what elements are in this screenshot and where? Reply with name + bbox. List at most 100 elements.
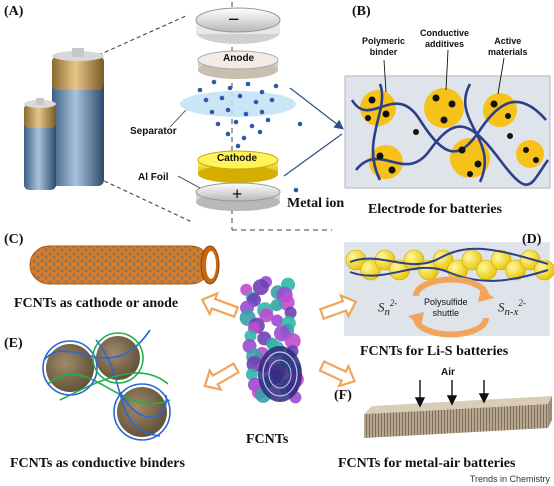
binder-label-line1: Polymeric — [362, 36, 406, 46]
sulfur-sphere — [505, 259, 526, 281]
negative-cap-icon — [195, 7, 281, 44]
cnt-wires — [349, 247, 549, 282]
shuttle-label-line1: Polysulfide — [424, 297, 468, 307]
outline-arrow-icon — [200, 291, 240, 319]
metal-ion-dot — [259, 109, 265, 115]
zoom-arrow-upper — [289, 87, 344, 130]
metal-ion-dot — [273, 83, 279, 89]
binders-caption: FCNTs as conductive binders — [10, 456, 185, 471]
sulfur-sphere — [461, 249, 483, 271]
panel-d — [344, 242, 554, 338]
metal-ion-dot — [225, 131, 231, 137]
sulfur-sphere — [490, 249, 512, 271]
outline-arrow-icon — [203, 362, 241, 392]
metal-ion-dot — [265, 117, 271, 123]
panel-letter-a: (A) — [4, 4, 24, 19]
separator-membrane — [180, 91, 296, 117]
cathode-disc — [197, 150, 279, 183]
air-label: Air — [441, 367, 455, 378]
anode-label: Anode — [223, 53, 255, 64]
fcnts-caption: FCNTs — [246, 432, 289, 447]
journal-credit: Trends in Chemistry — [469, 474, 550, 484]
metal-ion-dot — [293, 187, 299, 193]
metal-ion-dot — [249, 123, 255, 129]
functional-sphere — [270, 299, 283, 312]
metal-ion-dot — [233, 119, 239, 125]
metal-ion-dot — [297, 121, 303, 127]
metal-ion-dot — [211, 79, 217, 85]
panel-e — [42, 329, 171, 441]
electrode-caption: Electrode for batteries — [368, 202, 502, 217]
functional-sphere — [244, 329, 257, 342]
metal-ion-dot — [253, 99, 259, 105]
metal-ion-dot — [241, 135, 247, 141]
metal-ion-label: Metal ion — [287, 196, 345, 211]
metal-ion-dot — [203, 97, 209, 103]
zoom-line-bottom — [97, 177, 193, 223]
sulfur-spheres — [345, 249, 554, 281]
panel-f — [364, 380, 552, 438]
minus-sign: − — [228, 9, 240, 31]
panel-letter-b: (B) — [352, 4, 371, 19]
additives-label-line1: Conductive — [420, 28, 470, 38]
panel-letter-e: (E) — [4, 336, 23, 351]
additives-label-line2: additives — [425, 39, 465, 49]
sulfur-sphere — [534, 259, 554, 281]
outline-arrow-icon — [318, 293, 358, 321]
functional-sphere — [271, 314, 284, 327]
al-foil-disc — [195, 182, 281, 211]
plus-sign: + — [232, 184, 243, 204]
zoom-line-top — [91, 14, 189, 59]
metal-ion-dot — [245, 81, 251, 87]
metal-ion-dot — [225, 107, 231, 113]
outline-arrow-icon — [318, 360, 357, 388]
metal-ion-dot — [209, 109, 215, 115]
active-label-line2: materials — [488, 47, 528, 57]
al-foil-label: Al Foil — [138, 172, 169, 183]
panel-b — [344, 49, 551, 189]
metal-ion-dot — [219, 95, 225, 101]
functional-sphere — [252, 279, 269, 296]
panel-letter-d: (D) — [522, 232, 542, 247]
panel-c — [29, 245, 220, 285]
polymeric-binder-chains — [350, 83, 550, 186]
lis-caption: FCNTs for Li-S batteries — [360, 344, 509, 359]
shuttle-label: Polysulfide shuttle — [424, 297, 468, 319]
metal-ion-dot — [259, 89, 265, 95]
air-arrows — [414, 380, 490, 408]
battery-small-icon — [24, 98, 56, 190]
sn-right-label: Sn-x2- — [498, 298, 526, 318]
metal-air-caption: FCNTs for metal-air batteries — [338, 456, 516, 471]
conductive-additive-dots — [365, 94, 539, 177]
carbon-nanotube-icon — [29, 245, 220, 285]
anode-disc — [197, 50, 279, 79]
functional-sphere — [278, 294, 295, 311]
panel-letter-c: (C) — [4, 232, 24, 247]
metal-ion-dot — [257, 129, 263, 135]
metal-ion-dot — [227, 85, 233, 91]
panel-a — [24, 2, 344, 231]
binder-label-line2: binder — [369, 47, 398, 57]
cathode-anode-caption: FCNTs as cathode or anode — [14, 296, 179, 311]
metal-ion-dot — [243, 111, 249, 117]
cathode-label: Cathode — [217, 153, 257, 164]
zoom-arrow-lower — [283, 133, 343, 177]
center-fcnt-illustration — [239, 276, 304, 404]
sn-left-label: Sn2- — [378, 298, 398, 318]
binder-nanotubes — [42, 329, 171, 441]
sulfur-sphere — [519, 249, 541, 271]
panel-letter-f: (F) — [334, 388, 352, 403]
metal-ion-dot — [215, 121, 221, 127]
active-label-line1: Active — [494, 36, 522, 46]
functional-sphere — [259, 308, 274, 323]
separator-label: Separator — [130, 126, 177, 137]
metal-ion-dot — [269, 97, 275, 103]
functional-sphere — [245, 368, 258, 381]
metal-ion-dot — [235, 143, 241, 149]
polysulfide-shuttle-icon — [408, 276, 494, 338]
binder-label: Polymeric binder — [362, 36, 405, 58]
metal-ion-dot — [197, 87, 203, 93]
metal-ion-dot — [237, 93, 243, 99]
